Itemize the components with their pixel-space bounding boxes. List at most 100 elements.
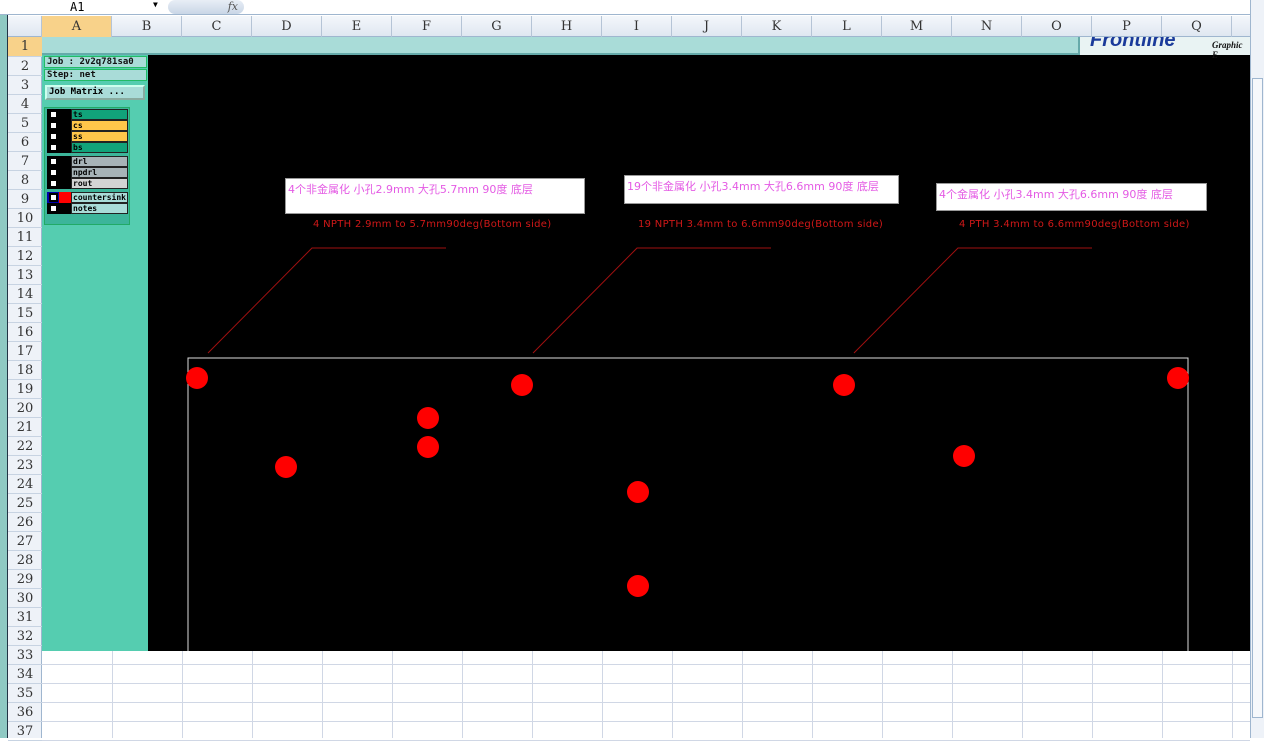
row-header-35[interactable]: 35 [8, 684, 42, 703]
row-header-6[interactable]: 6 [8, 133, 42, 152]
column-header-M[interactable]: M [882, 16, 952, 37]
row-header-32[interactable]: 32 [8, 627, 42, 646]
column-header-J[interactable]: J [672, 16, 742, 37]
row-header-3[interactable]: 3 [8, 76, 42, 95]
grid-row[interactable] [42, 722, 1250, 741]
column-header-F[interactable]: F [392, 16, 462, 37]
grid-line [392, 651, 393, 738]
row-header-19[interactable]: 19 [8, 380, 42, 399]
row-header-17[interactable]: 17 [8, 342, 42, 361]
row-header-7[interactable]: 7 [8, 152, 42, 171]
row-header-9[interactable]: 9 [8, 190, 42, 209]
column-header-D[interactable]: D [252, 16, 322, 37]
layer-row-npdrl[interactable]: npdrl [47, 167, 129, 178]
grid-row[interactable] [42, 703, 1250, 722]
column-header-Q[interactable]: Q [1162, 16, 1232, 37]
row-header-28[interactable]: 28 [8, 551, 42, 570]
job-matrix-button[interactable]: Job Matrix ... [45, 85, 145, 100]
layer-row-countersink[interactable]: countersink [47, 192, 129, 203]
grid-line [952, 651, 953, 738]
row-header-23[interactable]: 23 [8, 456, 42, 475]
layer-row-ss[interactable]: ss [47, 131, 129, 142]
layer-name: notes [71, 203, 128, 214]
row-header-14[interactable]: 14 [8, 285, 42, 304]
row-header-30[interactable]: 30 [8, 589, 42, 608]
row-header-10[interactable]: 10 [8, 209, 42, 228]
column-header-E[interactable]: E [322, 16, 392, 37]
countersink-hole [186, 367, 208, 389]
layer-checkbox[interactable] [49, 168, 58, 177]
scrollbar-thumb[interactable] [1252, 78, 1263, 718]
note-en-3: 4 PTH 3.4mm to 6.6mm90deg(Bottom side) [959, 219, 1190, 230]
vertical-scrollbar[interactable] [1250, 0, 1264, 738]
row-header-20[interactable]: 20 [8, 399, 42, 418]
row-header-18[interactable]: 18 [8, 361, 42, 380]
layer-checkbox[interactable] [49, 121, 58, 130]
layer-row-drl[interactable]: drl [47, 156, 129, 167]
insert-function-button[interactable]: fx [168, 0, 244, 14]
layer-color-slot [47, 131, 71, 142]
countersink-hole [833, 374, 855, 396]
layer-color-slot [47, 192, 71, 203]
select-all-button[interactable] [8, 16, 42, 37]
row-header-12[interactable]: 12 [8, 247, 42, 266]
column-header-A[interactable]: A [42, 16, 112, 37]
row-header-26[interactable]: 26 [8, 513, 42, 532]
column-header-C[interactable]: C [182, 16, 252, 37]
column-header-G[interactable]: G [462, 16, 532, 37]
layer-checkbox[interactable] [49, 110, 58, 119]
column-header-P[interactable]: P [1092, 16, 1162, 37]
row-header-1[interactable]: 1 [8, 37, 42, 57]
row-header-33[interactable]: 33 [8, 646, 42, 665]
row-header-2[interactable]: 2 [8, 57, 42, 76]
row-header-4[interactable]: 4 [8, 95, 42, 114]
column-header-N[interactable]: N [952, 16, 1022, 37]
countersink-hole [627, 575, 649, 597]
layer-row-notes[interactable]: notes [47, 203, 129, 214]
layer-row-rout[interactable]: rout [47, 178, 129, 189]
row-header-27[interactable]: 27 [8, 532, 42, 551]
leader-line-1 [207, 247, 446, 354]
layer-checkbox[interactable] [49, 193, 58, 202]
row-header-11[interactable]: 11 [8, 228, 42, 247]
row-header-29[interactable]: 29 [8, 570, 42, 589]
row-header-37[interactable]: 37 [8, 722, 42, 741]
row-header-22[interactable]: 22 [8, 437, 42, 456]
column-header-L[interactable]: L [812, 16, 882, 37]
row-header-21[interactable]: 21 [8, 418, 42, 437]
chevron-down-icon[interactable]: ▼ [153, 0, 158, 9]
layer-row-bs[interactable]: bs [47, 142, 129, 153]
row-header-31[interactable]: 31 [8, 608, 42, 627]
row-header-8[interactable]: 8 [8, 171, 42, 190]
row-header-36[interactable]: 36 [8, 703, 42, 722]
layer-checkbox[interactable] [49, 179, 58, 188]
column-header-K[interactable]: K [742, 16, 812, 37]
row-header-5[interactable]: 5 [8, 114, 42, 133]
layer-checkbox[interactable] [49, 157, 58, 166]
layer-row-ts[interactable]: ts [47, 109, 129, 120]
column-header-O[interactable]: O [1022, 16, 1092, 37]
layer-checkbox[interactable] [49, 132, 58, 141]
column-header-B[interactable]: B [112, 16, 182, 37]
countersink-hole [953, 445, 975, 467]
layer-checkbox[interactable] [49, 204, 58, 213]
grid-line [532, 651, 533, 738]
layer-name: drl [71, 156, 128, 167]
grid-row[interactable] [42, 684, 1250, 703]
layer-checkbox[interactable] [49, 143, 58, 152]
column-header-I[interactable]: I [602, 16, 672, 37]
row-header-13[interactable]: 13 [8, 266, 42, 285]
name-box[interactable]: A1▼ [10, 0, 165, 14]
row-header-24[interactable]: 24 [8, 475, 42, 494]
column-header-H[interactable]: H [532, 16, 602, 37]
row-header-15[interactable]: 15 [8, 304, 42, 323]
row-header-34[interactable]: 34 [8, 665, 42, 684]
leader-line-2 [532, 247, 771, 354]
row-header-25[interactable]: 25 [8, 494, 42, 513]
layer-row-cs[interactable]: cs [47, 120, 129, 131]
grid-row[interactable] [42, 665, 1250, 684]
grid-row[interactable] [42, 646, 1250, 665]
row-header-16[interactable]: 16 [8, 323, 42, 342]
